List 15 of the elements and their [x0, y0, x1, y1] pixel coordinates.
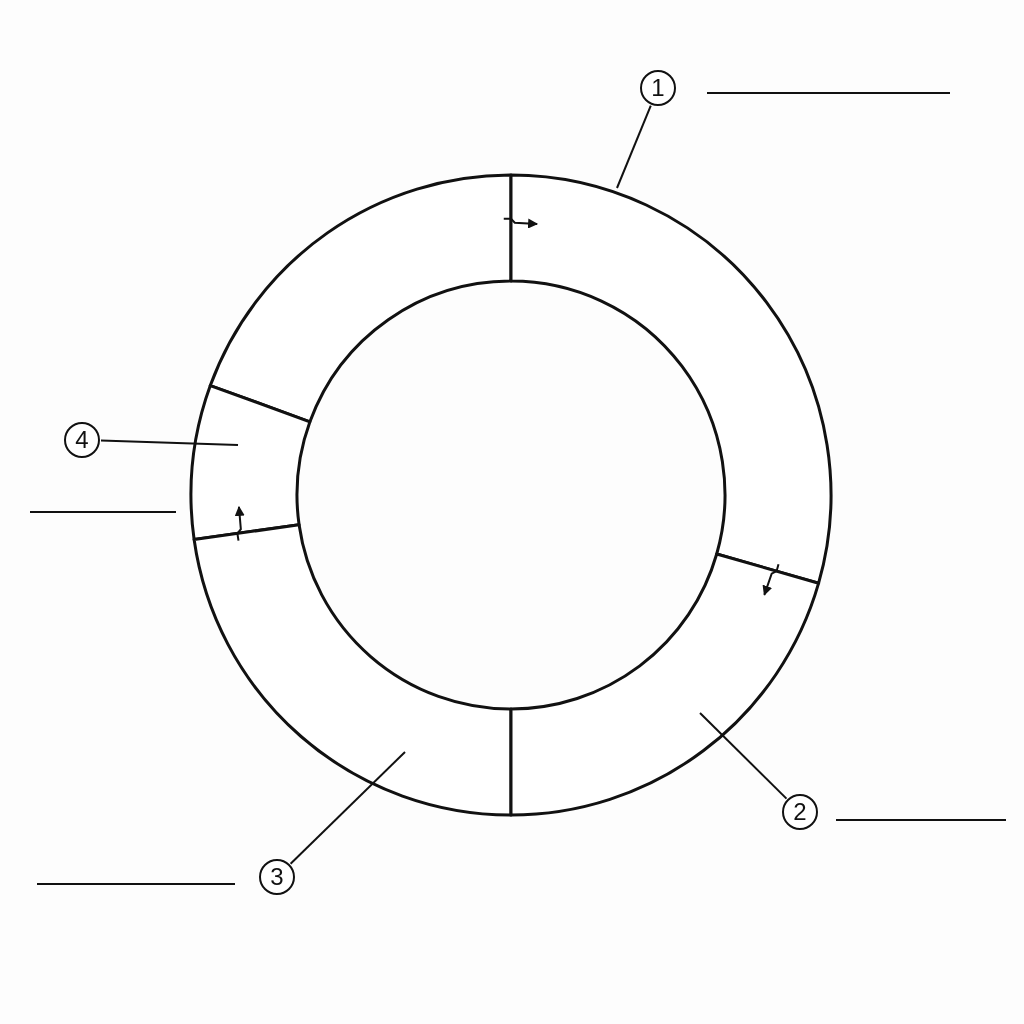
ring-segment — [189, 384, 312, 542]
arrow — [502, 217, 539, 229]
ring-segment — [192, 523, 513, 817]
ring-segment — [509, 173, 833, 585]
leader-line — [616, 104, 652, 189]
leader-line — [100, 439, 239, 446]
arrow — [762, 563, 780, 596]
arrow — [234, 505, 245, 542]
callout-number: 3 — [259, 859, 295, 895]
callout-number: 1 — [640, 70, 676, 106]
leader-line — [289, 751, 406, 865]
callout-number: 4 — [64, 422, 100, 458]
leader-line — [699, 712, 788, 800]
ring-segment — [208, 173, 513, 424]
callout-number: 2 — [782, 794, 818, 830]
